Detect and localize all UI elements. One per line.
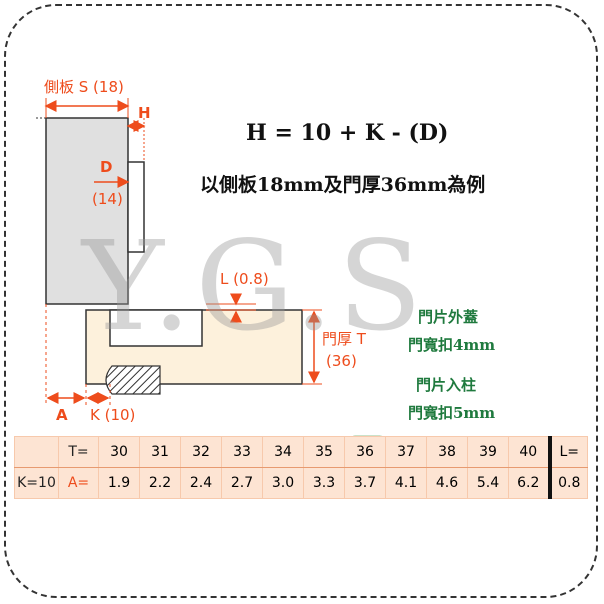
table-label-t: T= (58, 436, 99, 468)
table-cell-a: 3.0 (262, 467, 304, 499)
table-cell-t: 31 (139, 436, 181, 468)
table-cell-a: 3.3 (303, 467, 345, 499)
table-cell-a: 2.7 (221, 467, 263, 499)
table-cell-a: 2.2 (139, 467, 181, 499)
hinge-cup-recess (109, 309, 203, 347)
hatched-edge (105, 365, 161, 395)
table-value-l: 0.8 (547, 467, 588, 499)
label-s: 側板 S (18) (44, 78, 124, 96)
note-inset-deduct: 門寬扣5mm (408, 404, 496, 422)
table-cell-t: 37 (385, 436, 427, 468)
note-overlay-title: 門片外蓋 (418, 308, 479, 326)
table-row-a: K=10 A= 1.9 2.2 2.4 2.7 3.0 3.3 3.7 4.1 … (14, 467, 588, 499)
table-cell-a-highlight: 3.7 (344, 467, 386, 499)
table-cell-a: 6.2 (508, 467, 550, 499)
table-row-t: T= 30 31 32 33 34 35 36 37 38 39 40 L= (14, 436, 588, 468)
label-d: D (100, 158, 113, 176)
note-overlay-deduct: 門寬扣4mm (408, 336, 496, 354)
formula: H = 10 + K - (D) (246, 120, 449, 146)
label-t: 門厚 T (322, 330, 366, 348)
table-cell-a: 1.9 (98, 467, 140, 499)
table-label-l: L= (547, 436, 588, 468)
subtitle: 以側板18mm及門厚36mm為例 (200, 174, 486, 196)
hinge-plate (127, 161, 145, 253)
table-cell-t: 38 (426, 436, 468, 468)
label-l: L (0.8) (220, 270, 269, 288)
table-cell-a: 5.4 (467, 467, 509, 499)
label-h: H (138, 104, 151, 122)
table-cell-a: 4.1 (385, 467, 427, 499)
table-cell-t: 35 (303, 436, 345, 468)
label-a: A (56, 406, 68, 424)
table-cell-t: 32 (180, 436, 222, 468)
table-label-k: K=10 (14, 467, 59, 499)
table-cell-a: 4.6 (426, 467, 468, 499)
k-a-table: T= 30 31 32 33 34 35 36 37 38 39 40 L= K… (14, 436, 588, 499)
note-inset-title: 門片入柱 (416, 376, 477, 394)
table-cell-t: 30 (98, 436, 140, 468)
dashed-frame (4, 4, 598, 598)
table-cell-t-highlight: 36 (344, 436, 386, 468)
table-cell-t: 34 (262, 436, 304, 468)
label-d-value: (14) (92, 190, 123, 208)
label-t-value: (36) (326, 352, 357, 370)
table-cell-t: 39 (467, 436, 509, 468)
table-cell-a: 2.4 (180, 467, 222, 499)
label-k: K (10) (90, 406, 136, 424)
table-cell-empty (14, 436, 59, 468)
table-cell-t: 33 (221, 436, 263, 468)
table-label-a: A= (58, 467, 99, 499)
table-cell-t: 40 (508, 436, 550, 468)
side-panel (45, 117, 129, 305)
